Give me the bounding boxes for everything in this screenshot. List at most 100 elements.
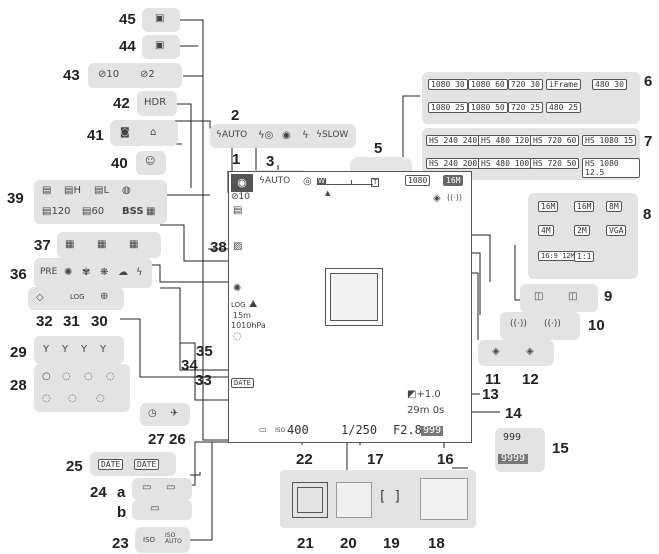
panel-39: ▤ ▤H ▤L ◍ ▤120 ▤60 BSS ▦ bbox=[34, 180, 167, 224]
size-4m-icon: 4M bbox=[538, 225, 554, 236]
iso-readout: 400 bbox=[287, 423, 309, 437]
exposures-remaining-icon: 999 bbox=[503, 432, 522, 443]
callout-24a: a bbox=[117, 484, 126, 501]
camera-mode-icon: ◉ bbox=[231, 174, 253, 192]
panel-32-31-30: ◇ LOG ⊕ bbox=[28, 287, 124, 310]
exposures-remaining-readout: 999 bbox=[421, 425, 444, 436]
hdr-icon: HDR bbox=[144, 97, 167, 108]
screen-iso-label: ISO bbox=[275, 427, 286, 434]
flash-auto-icon: ϟAUTO bbox=[216, 130, 248, 140]
continuous-120-icon: ▤120 bbox=[42, 206, 71, 217]
af-area-center-icon bbox=[336, 482, 372, 518]
panel-29: Y Y Y Y bbox=[34, 336, 124, 364]
screen-image-size-icon: 16M bbox=[443, 175, 464, 186]
panel-42: HDR bbox=[137, 91, 177, 116]
af-area-wide-icon bbox=[420, 478, 468, 520]
callout-19: 19 bbox=[383, 535, 400, 552]
callout-43: 43 bbox=[63, 67, 80, 84]
wifi-0-icon: ○ bbox=[42, 371, 51, 382]
callout-11: 11 bbox=[485, 371, 501, 388]
size-16-9-icon: 16:9 12M bbox=[538, 251, 578, 261]
panel-25: DATE DATE bbox=[90, 452, 176, 476]
movie-480-30-icon: 480 30 bbox=[592, 79, 627, 90]
size-1-1-icon: 1:1 bbox=[574, 251, 595, 262]
multi-shot-icon: ▦ bbox=[146, 206, 156, 217]
panel-28: ○ ◌ ◌ ◌ ◌ ◌ ◌ bbox=[34, 364, 130, 412]
panel-24a: ▭ ▭ bbox=[132, 478, 192, 500]
callout-25: 25 bbox=[66, 458, 83, 475]
smile-timer-icon: ▣ bbox=[155, 40, 165, 51]
callout-35: 35 bbox=[196, 343, 213, 360]
world-icon: ⊕ bbox=[100, 291, 109, 302]
callout-8: 8 bbox=[643, 206, 652, 223]
exposures-large-icon: 9999 bbox=[498, 454, 529, 464]
size-vga-icon: VGA bbox=[606, 225, 627, 236]
battery-low-icon: ▭ bbox=[166, 482, 176, 493]
signal-3-icon: Y bbox=[81, 344, 88, 355]
callout-45: 45 bbox=[119, 11, 136, 28]
wifi-error-icon: ◌ bbox=[96, 393, 105, 404]
ac-adapter-icon: ▭ bbox=[150, 503, 160, 514]
screen-flash-icon: ϟAUTO bbox=[259, 176, 291, 186]
skin-softening-2-icon: ▦ bbox=[97, 239, 107, 250]
callout-37: 37 bbox=[34, 237, 51, 254]
panel-40: ☺ bbox=[136, 151, 166, 175]
callout-10: 10 bbox=[588, 317, 605, 334]
hs-480-icon: HS 480 120 bbox=[478, 135, 533, 146]
vr-icon: ((·)) bbox=[510, 319, 527, 329]
screen-vr-icon: ((·)) bbox=[447, 193, 463, 202]
size-8m-icon: 8M bbox=[606, 201, 622, 212]
gps-icon: ◇ bbox=[36, 292, 44, 303]
panel-9: ◫ ◫ bbox=[520, 284, 598, 312]
panel-43: ⊘10 ⊘2 bbox=[88, 63, 182, 88]
callout-6: 6 bbox=[644, 73, 653, 90]
callout-22: 22 bbox=[296, 451, 313, 468]
callout-39: 39 bbox=[7, 190, 24, 207]
skin-softening-icon: ▦ bbox=[65, 239, 75, 250]
callout-42: 42 bbox=[113, 95, 130, 112]
af-area-face-icon bbox=[292, 482, 328, 518]
pre-icon: PRE bbox=[40, 267, 58, 277]
hs-720-icon: HS 720 60 bbox=[530, 135, 580, 146]
backlight-icon: ◙ bbox=[120, 127, 130, 138]
af-area-bracket-icon: [ ] bbox=[380, 489, 400, 505]
continuous-60-icon: ▤60 bbox=[82, 206, 105, 217]
movie-720-25-icon: 720 25 bbox=[508, 102, 543, 113]
screen-wifi-icon: ◌ bbox=[233, 331, 242, 342]
camera-monitor: ◉ ϟAUTO ◎ W T ▲ 1080 16M ◈ ((·)) ⊘10 ▤ ▨… bbox=[228, 171, 472, 443]
callout-24: 24 bbox=[90, 484, 107, 501]
panel-44: ▣ bbox=[142, 35, 180, 59]
screen-date-icon: DATE bbox=[231, 378, 254, 388]
callout-31: 31 bbox=[63, 313, 80, 330]
callout-33: 33 bbox=[195, 372, 212, 389]
screen-log-icon: LOG bbox=[231, 301, 246, 309]
movie-1080-30-icon: 1080 30 bbox=[428, 79, 468, 90]
iso-auto-icon: ISO AUTO bbox=[165, 532, 182, 545]
panel-11-12: ◈ ◈ bbox=[478, 340, 554, 366]
screen-altitude-icon: ⛰ bbox=[249, 299, 258, 310]
wifi-1-icon: ◌ bbox=[62, 371, 71, 382]
vr-hybrid-icon: ((·)) bbox=[544, 319, 561, 329]
exposure-comp-readout: ◩+1.0 bbox=[407, 389, 441, 400]
callout-40: 40 bbox=[111, 155, 128, 172]
screen-battery-icon: ▭ bbox=[259, 425, 267, 434]
movie-480-25-icon: 480 25 bbox=[546, 102, 581, 113]
panel-af-areas: [ ] bbox=[280, 470, 476, 528]
shutter-speed-readout: 1/250 bbox=[341, 423, 378, 437]
panel-6: 1080 30 1080 60 720 30 iFrame 480 30 108… bbox=[422, 72, 640, 124]
screen-altitude-value: 15m bbox=[233, 311, 251, 320]
flash-off-icon: ◉ bbox=[282, 130, 291, 141]
panel-27-26: ◷ ✈ bbox=[140, 403, 190, 426]
callout-29: 29 bbox=[10, 344, 27, 361]
callout-13: 13 bbox=[482, 386, 499, 403]
hs-240-icon: HS 240 240 bbox=[426, 135, 481, 146]
callout-41: 41 bbox=[87, 127, 104, 144]
iso-icon: ISO bbox=[143, 536, 156, 544]
self-timer-2-icon: ⊘2 bbox=[140, 69, 155, 80]
self-timer-10-icon: ⊘10 bbox=[98, 69, 120, 80]
callout-32: 32 bbox=[36, 313, 53, 330]
airplane-icon: ✈ bbox=[170, 408, 179, 419]
zoom-wide-label: W bbox=[317, 177, 326, 185]
screen-pressure-value: 1010hPa bbox=[231, 321, 266, 330]
panel-36: PRE ✺ ✾ ❋ ☁ ϟ bbox=[34, 258, 152, 288]
